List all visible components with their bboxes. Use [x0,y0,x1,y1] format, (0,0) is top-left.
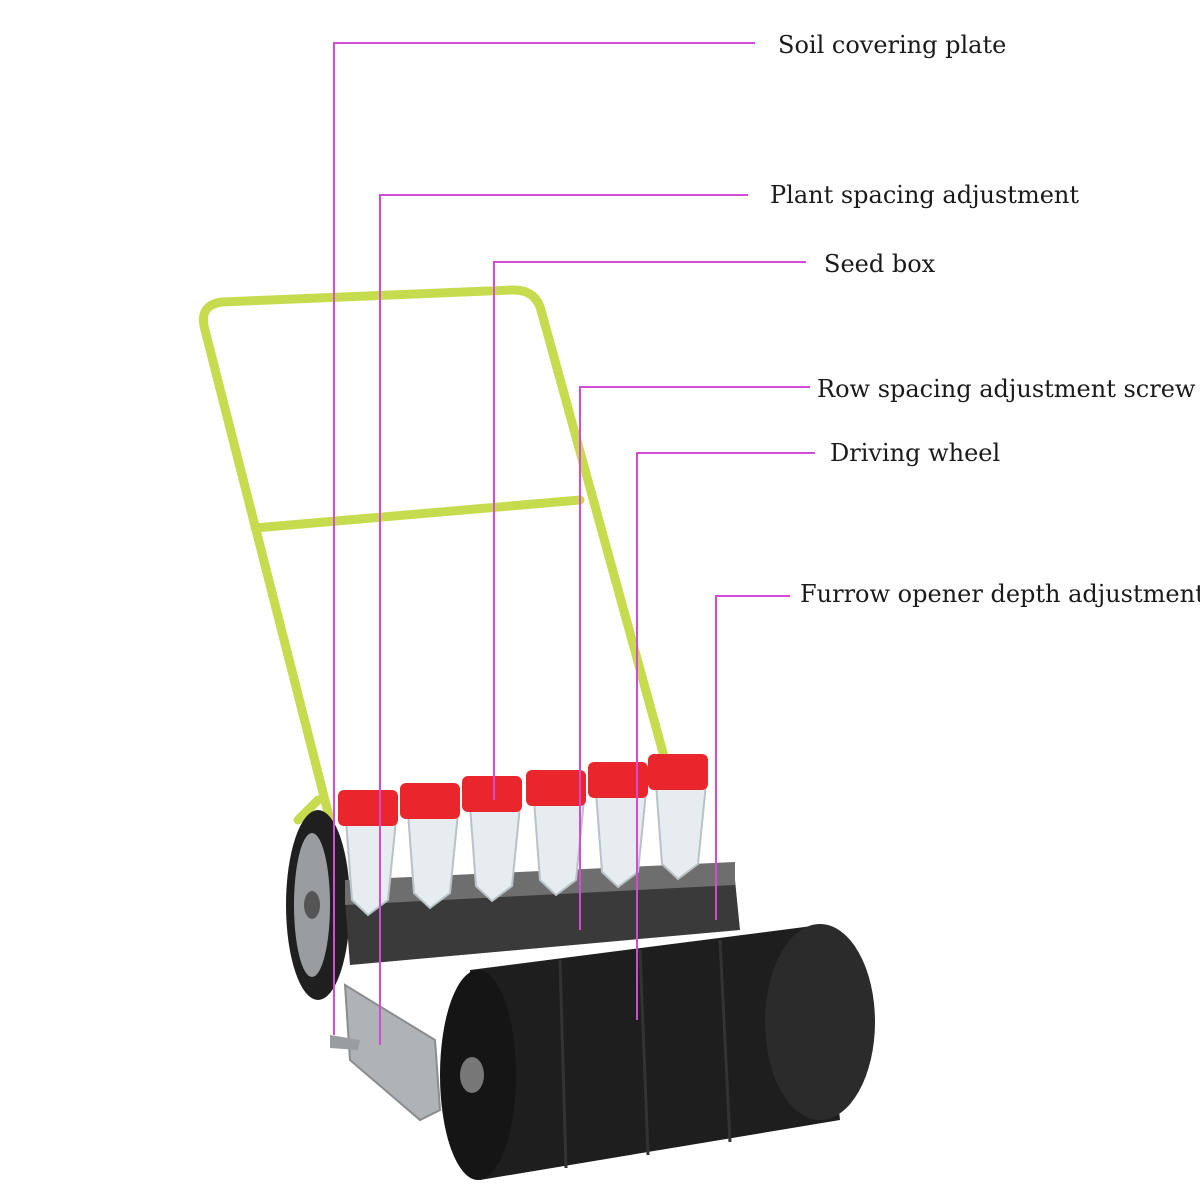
seed-box-unit [648,754,708,881]
handle-frame [198,285,670,825]
front-roller [440,924,875,1180]
callout-row-spacing-adjustment-screw: Row spacing adjustment screw [817,375,1196,403]
leader-line-seed-box [493,261,806,800]
callout-furrow-opener-depth-adjustment: Furrow opener depth adjustment [800,580,1200,608]
callout-plant-spacing-adjustment: Plant spacing adjustment [770,181,1080,209]
leader-line-plant-spacing-adjustment [379,194,748,1045]
seed-box-unit [526,770,586,897]
rear-wheel [286,810,350,1000]
seed-boxes [338,754,708,917]
leader-line-furrow-opener-depth-adjustment [715,595,790,920]
leader-line-soil-covering-plate [333,42,755,1035]
leader-line-driving-wheel [636,452,815,1020]
seed-box-unit [400,783,460,910]
seed-box-unit [338,790,398,917]
side-plate [330,983,442,1122]
callout-seed-box: Seed box [824,250,936,278]
leader-lines [333,42,815,1045]
seed-box-unit [588,762,648,889]
callout-soil-covering-plate: Soil covering plate [778,31,1007,59]
leader-line-row-spacing-adjustment-screw [579,386,810,930]
callout-driving-wheel: Driving wheel [830,439,1001,467]
seed-box-unit [462,776,522,903]
